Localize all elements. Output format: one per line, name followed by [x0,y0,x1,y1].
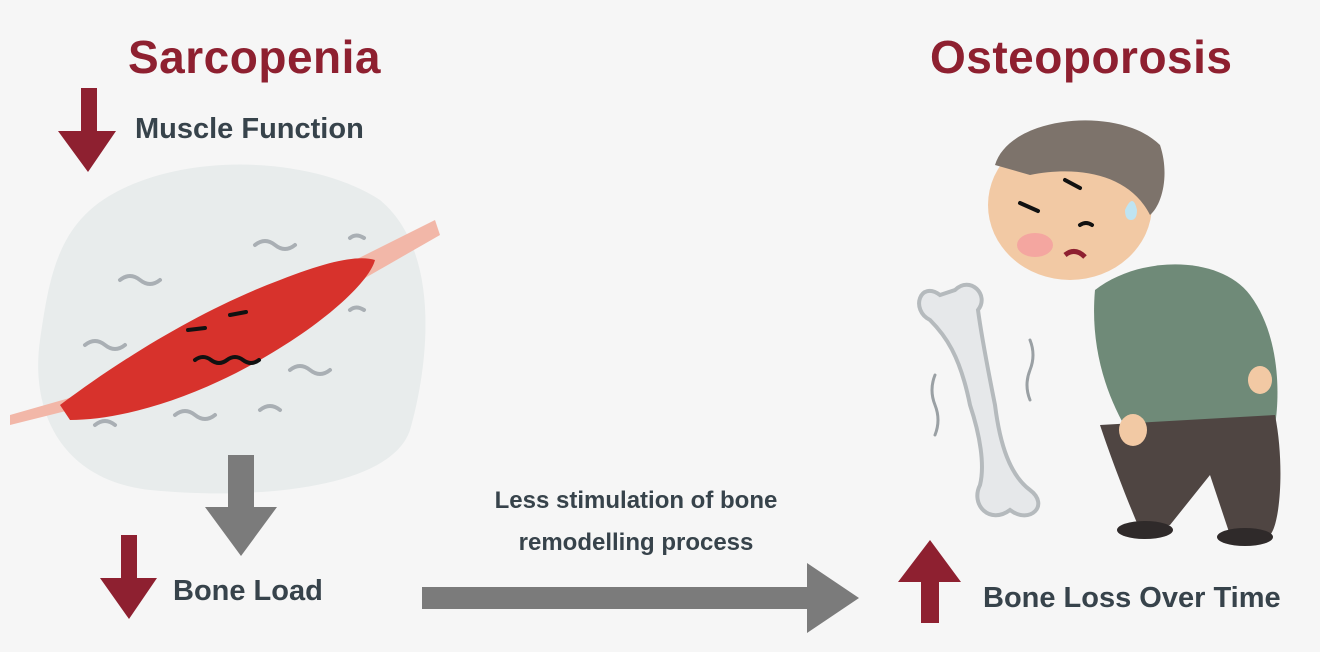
decrease-arrow-icon [100,535,157,619]
sad-muscle-illustration [10,164,440,494]
elderly-man-illustration [917,120,1281,546]
stimulation-text-line1: Less stimulation of bone [494,487,778,514]
osteoporosis-title: Osteoporosis [930,31,1233,83]
sarcopenia-title: Sarcopenia [128,31,381,83]
increase-arrow-icon [898,540,961,623]
bone-loss-label: Bone Loss Over Time [983,582,1281,614]
stimulation-text-line2: remodelling process [518,529,754,556]
right-flow-arrow [422,563,859,633]
bone-load-label: Bone Load [173,575,323,607]
decrease-arrow-icon [58,88,116,172]
muscle-function-label: Muscle Function [135,113,364,145]
down-flow-arrow [205,455,277,556]
